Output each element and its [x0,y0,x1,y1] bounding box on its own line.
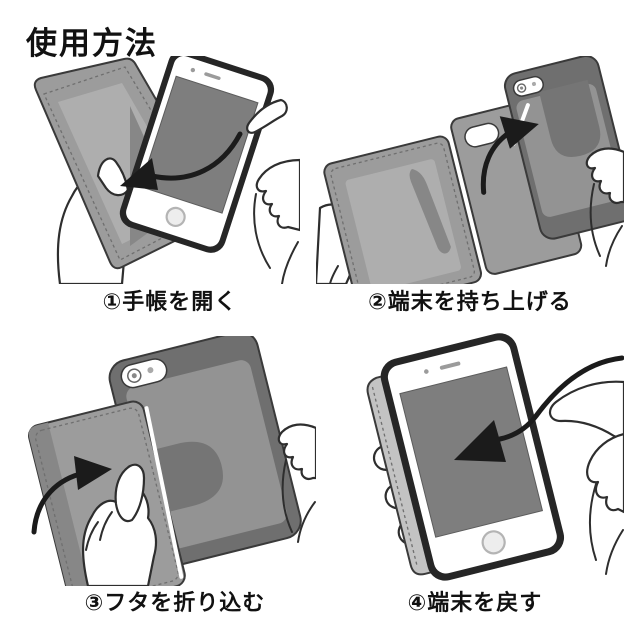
home-button-icon [165,206,186,228]
front-camera-icon [190,67,196,73]
phone [503,56,624,240]
home-button-icon [481,530,506,555]
right-hand [548,380,624,575]
card-pocket-opening [409,169,451,254]
finger-cutout [539,79,601,157]
right-thumb [548,380,624,442]
step-4-caption: ④端末を戻す [407,590,543,615]
right-hand [585,147,624,267]
step-4-illustration [366,333,624,581]
right-hand [277,423,316,543]
step-1-illustration [33,56,300,284]
curved-arrow-open-left-icon [120,131,243,190]
cover-spine-shade [28,422,94,586]
front-camera-icon [424,369,429,374]
camera-cutout [464,122,500,148]
step-2-caption: ②端末を持ち上げる [368,289,572,314]
left-thumb [114,463,146,523]
step-2-illustration [316,56,624,284]
step-1-caption: ①手帳を開く [102,289,238,314]
card-pocket [345,159,461,284]
left-hand [81,463,158,586]
step-3-illustration [28,336,316,586]
right-hand [246,98,300,284]
speaker-icon [439,361,461,370]
speaker-icon [204,72,221,81]
flip-cover [323,135,482,284]
curved-arrow-fold-right-icon [31,456,112,535]
curved-arrow-lift-right-icon [480,116,539,195]
step-3-caption: ③フタを折り込む [84,590,266,615]
page-title: 使用方法 [26,26,158,61]
curved-arrow-return-down-left-icon [454,355,624,462]
